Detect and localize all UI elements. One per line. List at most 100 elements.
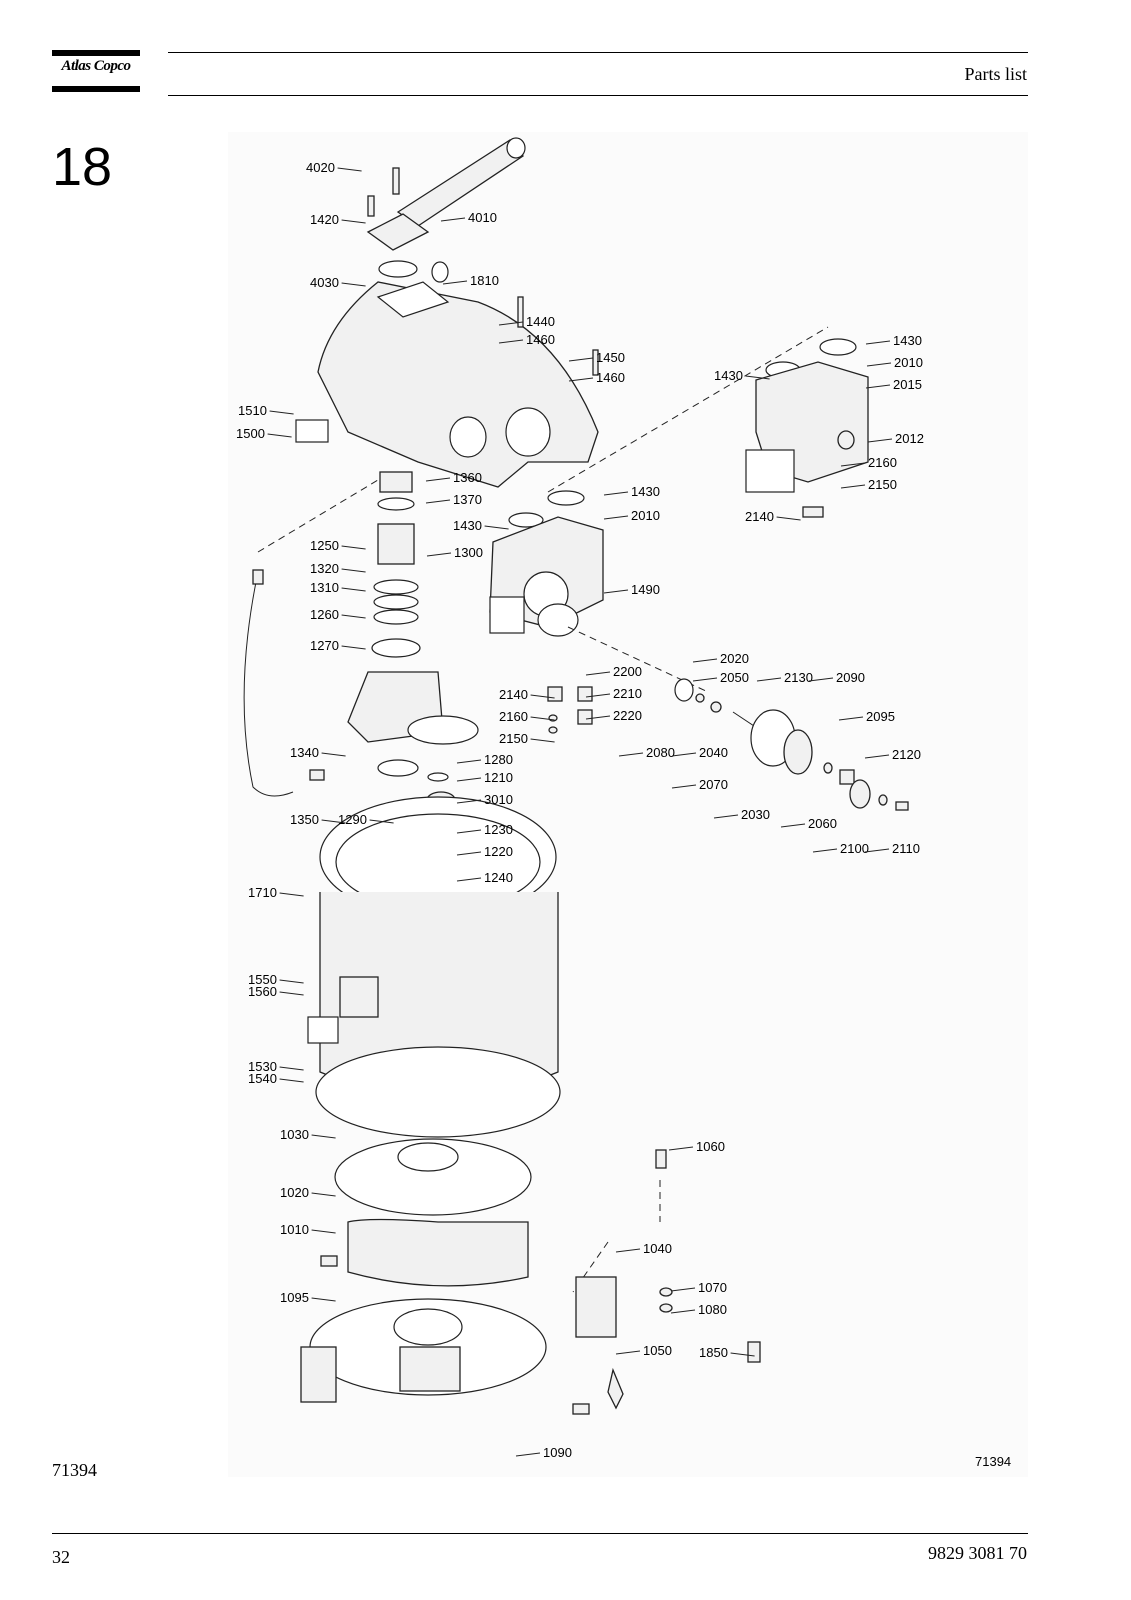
- part-callout-2140: 2140: [745, 509, 774, 524]
- part-callout-1430: 1430: [631, 484, 660, 499]
- part-callout-2130: 2130: [784, 670, 813, 685]
- header-rule-bottom: [168, 95, 1028, 96]
- document-number: 9829 3081 70: [928, 1543, 1027, 1563]
- part-callout-1250: 1250: [310, 538, 339, 553]
- part-callout-1280: 1280: [484, 752, 513, 767]
- leader-line-1240: [456, 877, 482, 882]
- separator-element: [347, 471, 479, 809]
- leader-line-4020: [337, 167, 362, 172]
- figure-id-right: 71394: [975, 1454, 1012, 1469]
- part-callout-1320: 1320: [310, 561, 339, 576]
- part-callout-1710: 1710: [248, 885, 277, 900]
- part-callout-2020: 2020: [720, 651, 749, 666]
- part-callout-4020: 4020: [306, 160, 335, 175]
- leader-line-1560: [279, 991, 304, 996]
- part-callout-1230: 1230: [484, 822, 513, 837]
- leader-line-2140: [530, 694, 555, 699]
- part-callout-2090: 2090: [836, 670, 865, 685]
- leader-line-2150: [840, 484, 866, 489]
- leader-line-1080: [670, 1309, 696, 1314]
- part-callout-1300: 1300: [454, 545, 483, 560]
- leader-line-1460: [568, 377, 594, 382]
- leader-line-4010: [440, 217, 466, 222]
- leader-line-1460: [498, 339, 524, 344]
- part-callout-1560: 1560: [248, 984, 277, 999]
- leader-line-2040: [671, 752, 697, 757]
- part-callout-1350: 1350: [290, 812, 319, 827]
- leader-line-2110: [864, 848, 890, 853]
- leader-line-1350: [321, 819, 346, 824]
- part-callout-1550: 1550: [248, 972, 277, 987]
- part-callout-2200: 2200: [613, 664, 642, 679]
- part-callout-1310: 1310: [310, 580, 339, 595]
- part-callout-1460: 1460: [596, 370, 625, 385]
- part-callout-2210: 2210: [613, 686, 642, 701]
- part-callout-1240: 1240: [484, 870, 513, 885]
- part-callout-2012: 2012: [895, 431, 924, 446]
- leader-line-2200: [585, 671, 611, 676]
- leader-line-1450: [568, 357, 594, 362]
- part-callout-2015: 2015: [893, 377, 922, 392]
- part-callout-1040: 1040: [643, 1241, 672, 1256]
- leader-line-2010: [603, 515, 629, 520]
- header-rule-top: [168, 52, 1028, 53]
- part-callout-2050: 2050: [720, 670, 749, 685]
- part-callout-1530: 1530: [248, 1059, 277, 1074]
- leader-line-2160: [840, 462, 866, 467]
- leader-dash: [547, 326, 829, 493]
- part-callout-1850: 1850: [699, 1345, 728, 1360]
- leader-line-1430: [484, 525, 509, 530]
- part-callout-2120: 2120: [892, 747, 921, 762]
- part-callout-2070: 2070: [699, 777, 728, 792]
- part-callout-2010: 2010: [894, 355, 923, 370]
- leader-line-2080: [618, 752, 644, 757]
- part-callout-1510: 1510: [238, 403, 267, 418]
- leader-line-1030: [311, 1134, 336, 1139]
- part-callout-4010: 4010: [468, 210, 497, 225]
- part-callout-2040: 2040: [699, 745, 728, 760]
- part-callout-2100: 2100: [840, 841, 869, 856]
- leader-line-1340: [321, 752, 346, 757]
- valve-block-upper: [745, 338, 869, 518]
- leader-line-1370: [425, 499, 451, 504]
- leader-line-1300: [426, 552, 452, 557]
- part-callout-1440: 1440: [526, 314, 555, 329]
- part-callout-1370: 1370: [453, 492, 482, 507]
- leader-line-1060: [668, 1146, 694, 1151]
- leader-line-1260: [341, 614, 366, 619]
- part-callout-1260: 1260: [310, 607, 339, 622]
- part-callout-2160: 2160: [499, 709, 528, 724]
- part-callout-2030: 2030: [741, 807, 770, 822]
- leader-line-3010: [456, 799, 482, 804]
- leader-line-1530: [279, 1066, 304, 1071]
- leader-line-1310: [341, 587, 366, 592]
- valve-block-central: [489, 490, 604, 637]
- bottom-plates: [300, 1138, 547, 1403]
- part-callout-2080: 2080: [646, 745, 675, 760]
- leader-line-1090: [515, 1452, 541, 1457]
- part-callout-1540: 1540: [248, 1071, 277, 1086]
- leader-line-2015: [865, 384, 891, 389]
- part-callout-2010: 2010: [631, 508, 660, 523]
- vessel-body: [307, 796, 561, 1138]
- part-callout-1090: 1090: [543, 1445, 572, 1460]
- atlas-copco-logo: Atlas Copco: [52, 50, 140, 92]
- leader-line-2095: [838, 716, 864, 721]
- leader-line-1430: [603, 491, 629, 496]
- leader-line-2140: [776, 516, 801, 521]
- leader-line-4030: [341, 282, 366, 287]
- leader-line-1095: [311, 1297, 336, 1302]
- part-callout-1810: 1810: [470, 273, 499, 288]
- leader-line-2070: [671, 784, 697, 789]
- part-callout-1290: 1290: [338, 812, 367, 827]
- part-callout-1070: 1070: [698, 1280, 727, 1295]
- leader-line-1420: [341, 219, 366, 224]
- leader-line-2160: [530, 716, 555, 721]
- leader-line-1810: [442, 280, 468, 285]
- part-callout-2160: 2160: [868, 455, 897, 470]
- part-callout-1030: 1030: [280, 1127, 309, 1142]
- part-callout-2110: 2110: [892, 841, 920, 856]
- logo-brand: Atlas Copco: [61, 58, 131, 74]
